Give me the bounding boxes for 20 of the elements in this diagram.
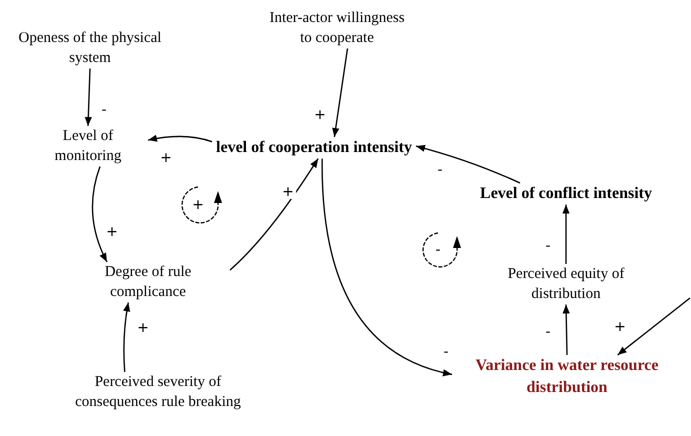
variable-label: Inter-actor willingness to cooperate — [268, 9, 406, 48]
arrow — [332, 48, 348, 138]
arrow — [416, 144, 520, 184]
arrow — [562, 304, 570, 356]
variable-label: Openess of the physical system — [18, 29, 162, 68]
arrow — [84, 68, 92, 126]
variable-label: level of cooperation intensity — [216, 138, 412, 158]
variable-label: Perceived equity of distribution — [506, 265, 626, 304]
arrow — [123, 302, 130, 372]
arrow — [92, 166, 108, 262]
variable-label: Level of monitoring — [54, 127, 122, 166]
arrow — [322, 158, 452, 376]
variable-label: Perceived severity of consequences rule breaking — [74, 373, 242, 412]
variable-label: Level of conflict intensity — [480, 184, 652, 204]
variable-label: Variance in water resource distribution — [474, 356, 660, 398]
arrow — [230, 158, 319, 271]
arrow — [562, 204, 570, 264]
variable-label: Degree of rule complicance — [104, 263, 192, 302]
arrow — [617, 297, 690, 356]
arrow — [148, 134, 212, 142]
